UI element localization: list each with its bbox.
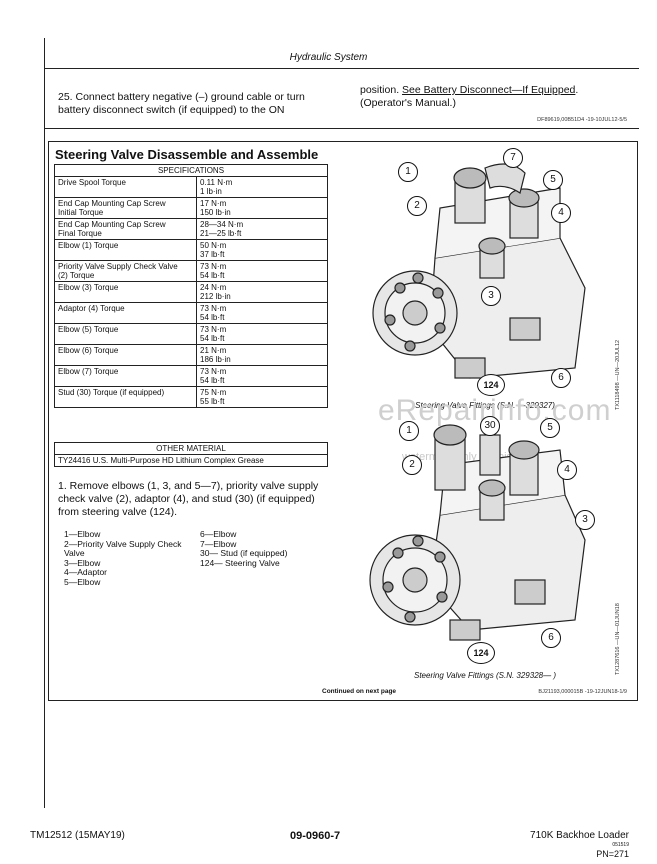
spec-name: End Cap Mounting Cap Screw Initial Torqu… xyxy=(54,197,197,219)
left-margin-rule xyxy=(44,38,45,808)
figure-2-caption: Steering Valve Fittings (S.N. 329328— ) xyxy=(414,671,556,680)
figure-1-steering-valve xyxy=(372,163,586,379)
spec-row: Stud (30) Torque (if equipped)75 N·m 55 … xyxy=(54,386,328,408)
callout-2-fig1: 2 xyxy=(407,196,427,216)
callout-1-fig1: 1 xyxy=(398,162,418,182)
spec-value: 21 N·m 186 lb·in xyxy=(196,344,328,366)
section-reference: BJ21193,000015B -19-12JUN18-1/9 xyxy=(538,689,627,695)
legend-item: 2—Priority Valve Supply Check Valve xyxy=(64,538,182,558)
callout-4-fig1: 4 xyxy=(551,203,571,223)
callout-30-fig2: 30 xyxy=(480,416,500,436)
other-material-table: OTHER MATERIAL TY24416 U.S. Multi-Purpos… xyxy=(54,442,328,467)
footer-model: 710K Backhoe Loader xyxy=(530,830,629,841)
legend-item: 4—Adaptor xyxy=(64,567,107,577)
spec-value: 73 N·m 54 lb·ft xyxy=(196,323,328,345)
spec-value: 17 N·m 150 lb·in xyxy=(196,197,328,219)
other-material-header: OTHER MATERIAL xyxy=(54,442,328,455)
spec-value: 73 N·m 54 lb·ft xyxy=(196,260,328,282)
battery-disconnect-link[interactable]: See Battery Disconnect—If Equipped xyxy=(402,84,576,96)
spec-name: Stud (30) Torque (if equipped) xyxy=(54,386,197,408)
callout-3-fig2: 3 xyxy=(575,510,595,530)
callout-7-fig1: 7 xyxy=(503,148,523,168)
spec-value: 50 N·m 37 lb·ft xyxy=(196,239,328,261)
callout-124-fig2: 124 xyxy=(467,642,495,664)
footer-manual-id: TM12512 (15MAY19) xyxy=(30,830,125,841)
spec-value: 73 N·m 54 lb·ft xyxy=(196,365,328,387)
callout-5-fig2: 5 xyxy=(540,418,560,438)
spec-name: Priority Valve Supply Check Valve (2) To… xyxy=(54,260,197,282)
spec-name: Elbow (3) Torque xyxy=(54,281,197,303)
spec-row: End Cap Mounting Cap Screw Initial Torqu… xyxy=(54,197,328,219)
legend-item: 5—Elbow xyxy=(64,576,101,587)
step-25-continued: position. See Battery Disconnect—If Equi… xyxy=(360,84,579,109)
spec-value: 73 N·m 54 lb·ft xyxy=(196,302,328,324)
header-rule xyxy=(44,68,639,69)
spec-row: Priority Valve Supply Check Valve (2) To… xyxy=(54,260,328,282)
step-25-rule xyxy=(44,128,639,129)
step-25-text: 25. Connect battery negative (–) ground … xyxy=(58,91,305,116)
step-25-reference: DF89619,00B51D4 -19-10JUL12-5/5 xyxy=(537,117,627,123)
legend-item: 3—Elbow xyxy=(64,557,101,568)
spec-name: Elbow (1) Torque xyxy=(54,239,197,261)
legend-item: 6—Elbow xyxy=(200,529,237,539)
footer-date-code: 051519 xyxy=(612,842,629,848)
spec-header: SPECIFICATIONS xyxy=(54,164,328,177)
legend-item: 7—Elbow xyxy=(200,538,237,549)
section-title: Steering Valve Disassemble and Assemble xyxy=(55,147,319,162)
callout-6-fig1: 6 xyxy=(551,368,571,388)
continued-note: Continued on next page xyxy=(322,688,397,695)
callout-124-fig1: 124 xyxy=(477,374,505,396)
callout-4-fig2: 4 xyxy=(557,460,577,480)
spec-name: Drive Spool Torque xyxy=(54,176,197,198)
procedure-box xyxy=(48,141,638,701)
spec-name: End Cap Mounting Cap Screw Final Torque xyxy=(54,218,197,240)
figure-1-side-ref: TX1118498 —UN—20JUL12 xyxy=(615,339,621,410)
spec-value: 0.11 N·m 1 lb·in xyxy=(196,176,328,198)
callout-3-fig1: 3 xyxy=(481,286,501,306)
step-1-text: 1. Remove elbows (1, 3, and 5—7), priori… xyxy=(58,480,319,518)
spec-value: 24 N·m 212 lb·in xyxy=(196,281,328,303)
callout-1-fig2: 1 xyxy=(399,421,419,441)
spec-value: 28—34 N·m 21—25 lb·ft xyxy=(196,218,328,240)
spec-name: Elbow (5) Torque xyxy=(54,323,197,345)
spec-name: Elbow (6) Torque xyxy=(54,344,197,366)
header-title: Hydraulic System xyxy=(289,52,368,63)
legend-item: 30— Stud (if equipped) xyxy=(200,548,288,558)
figure-2-steering-valve xyxy=(369,424,586,641)
spec-name: Elbow (7) Torque xyxy=(54,365,197,387)
figure-2-side-ref: TX1287616 —UN—01JUN18 xyxy=(615,603,621,675)
callout-2-fig2: 2 xyxy=(402,455,422,475)
other-material-item: TY24416 U.S. Multi-Purpose HD Lithium Co… xyxy=(54,454,328,467)
footer-page-number: 09-0960-7 xyxy=(290,830,341,842)
legend-item: 1—Elbow xyxy=(64,529,101,539)
footer-pn: PN=271 xyxy=(596,849,629,859)
callout-5-fig1: 5 xyxy=(543,170,563,190)
spec-name: Adaptor (4) Torque xyxy=(54,302,197,324)
callout-6-fig2: 6 xyxy=(541,628,561,648)
spec-value: 75 N·m 55 lb·ft xyxy=(196,386,328,408)
legend-item: 124— Steering Valve xyxy=(200,557,280,568)
figure-1-caption: Steering Valve Fittings (S.N. —329327) xyxy=(415,401,555,410)
